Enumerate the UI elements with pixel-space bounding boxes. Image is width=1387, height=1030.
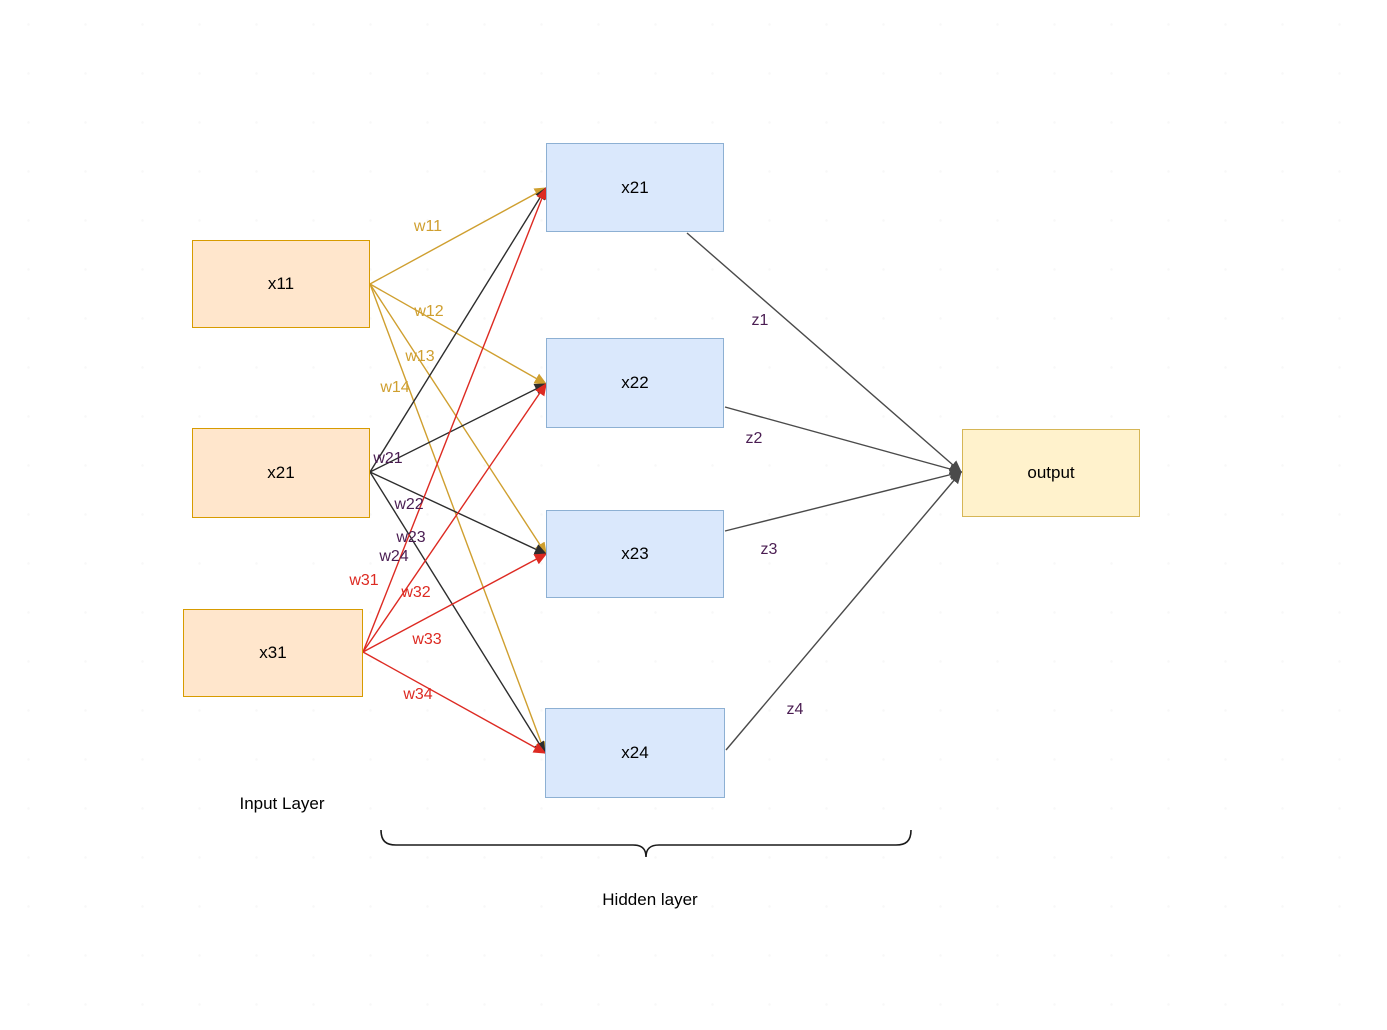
edge-w12	[369, 283, 548, 385]
output-node: output	[962, 429, 1140, 517]
edge-label-w33: w33	[412, 631, 442, 648]
hidden-node-x23: x23	[546, 510, 724, 598]
hidden-node-x21: x21	[546, 143, 724, 232]
hidden-node-x22: x22	[546, 338, 724, 428]
edge-label-z3: z3	[760, 541, 778, 558]
hidden-node-x23-label: x23	[621, 544, 649, 563]
edge-label-w31: w31	[349, 572, 379, 589]
edge-w31	[362, 186, 548, 653]
edges-from-x11	[369, 187, 548, 755]
edge-label-w24: w24	[379, 548, 409, 565]
edges-from-x31	[362, 186, 548, 754]
edge-label-z2: z2	[745, 430, 763, 447]
edge-z4	[725, 470, 962, 751]
edge-w32	[362, 382, 547, 653]
edge-label-z1: z1	[751, 312, 769, 329]
edge-label-w11: w11	[413, 218, 443, 235]
input-node-x11-label: x11	[267, 274, 295, 293]
input-node-x31-label: x31	[259, 643, 287, 662]
output-node-label: output	[1027, 463, 1075, 482]
edge-z2	[724, 406, 963, 475]
edge-label-w13: w13	[405, 348, 435, 365]
edge-w22	[369, 383, 548, 473]
edges-to-output	[686, 232, 963, 751]
edge-w14	[369, 283, 547, 755]
hidden-node-x24-label: x24	[621, 743, 649, 762]
edge-label-w23: w23	[396, 529, 426, 546]
input-node-x21: x21	[192, 428, 370, 518]
input-node-x31: x31	[183, 609, 363, 697]
edge-z1	[686, 232, 963, 473]
edges-from-x21	[369, 186, 548, 755]
hidden-node-x24: x24	[545, 708, 725, 798]
edge-label-w21: w21	[373, 450, 403, 467]
edge-label-z4: z4	[786, 701, 804, 718]
edge-label-w12: w12	[414, 303, 444, 320]
input-node-x21-label: x21	[267, 463, 295, 482]
edge-w34	[362, 651, 547, 754]
caption-input-layer: Input Layer	[239, 794, 325, 813]
edge-w21	[369, 186, 547, 473]
edge-w13	[369, 283, 547, 556]
hidden-node-x21-label: x21	[621, 177, 649, 197]
edge-z3	[724, 469, 963, 532]
hidden-layer-brace	[380, 829, 912, 858]
input-node-x11: x11	[192, 240, 370, 328]
edge-w11	[369, 187, 548, 285]
edge-label-w14: w14	[380, 379, 410, 396]
edge-label-w32: w32	[401, 584, 431, 601]
edge-w24	[369, 471, 546, 755]
caption-hidden-layer: Hidden layer	[602, 890, 698, 909]
edge-label-w34: w34	[403, 686, 433, 703]
edge-w33	[362, 553, 548, 653]
edge-label-w22: w22	[394, 496, 424, 513]
hidden-node-x22-label: x22	[621, 373, 649, 392]
